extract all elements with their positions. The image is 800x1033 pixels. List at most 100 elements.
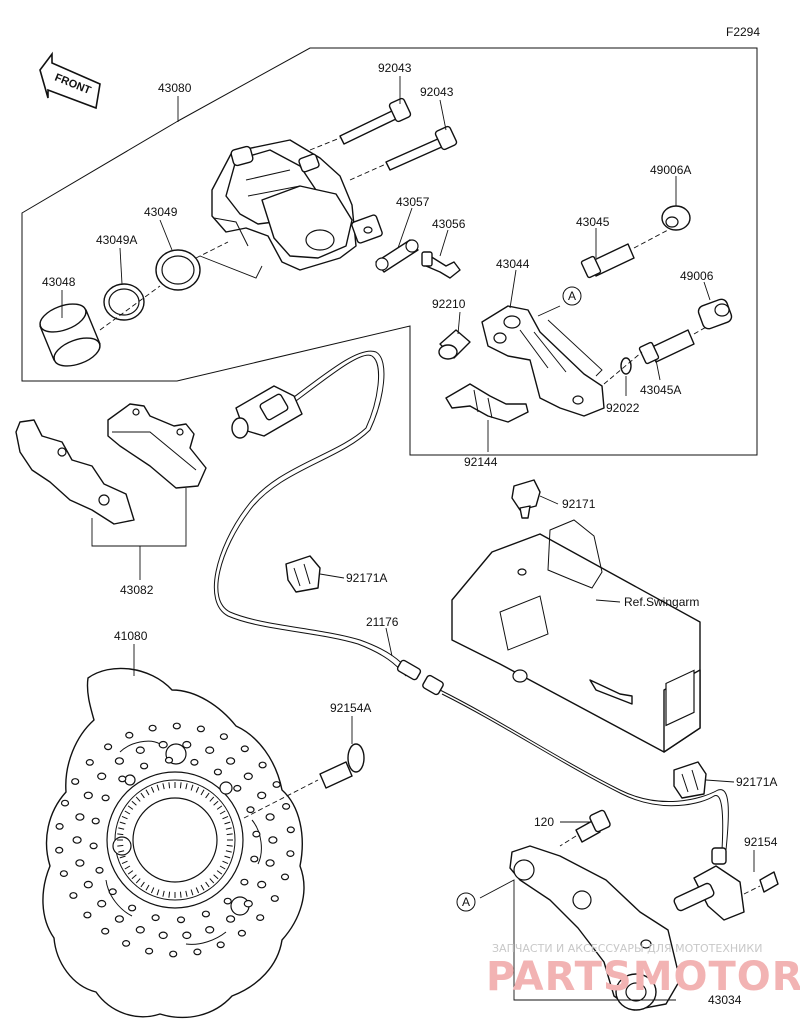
figure-code: F2294: [726, 25, 760, 39]
disc-vent-hole: [135, 925, 145, 934]
label-43056: 43056: [432, 217, 466, 231]
disc-vent-hole: [265, 859, 275, 867]
tone-ring-tooth: [226, 833, 233, 836]
label-120: 120: [534, 815, 554, 829]
label-43045: 43045: [576, 215, 610, 229]
tone-ring-tooth: [135, 796, 141, 802]
label-92154: 92154: [744, 835, 778, 849]
label-41080: 41080: [114, 629, 148, 643]
slide-pin-upper: [580, 229, 669, 279]
label-21176: 21176: [366, 615, 399, 629]
disc-vent-hole: [196, 725, 205, 733]
watermark-tagline: ЗАПЧАСТИ И АКСЕССУАРЫ ДЛЯ МОТОТЕХНИКИ: [492, 942, 762, 955]
disc-vent-hole: [55, 846, 64, 854]
bleeder-valve: [421, 251, 461, 279]
disc-vent-hole: [83, 791, 93, 800]
disc-vent-hole: [226, 757, 236, 765]
bleeder-valve-cap: [375, 239, 419, 273]
tone-ring-tooth: [190, 784, 194, 791]
label-92144: 92144: [464, 455, 498, 469]
disc-vent-hole: [223, 897, 232, 905]
tone-ring-tooth: [195, 887, 200, 894]
brake-pad-outer: [15, 419, 135, 525]
disc-vent-hole: [216, 941, 225, 949]
disc-vent-hole: [85, 759, 94, 766]
label-92171: 92171: [562, 497, 596, 511]
label-92171A-a: 92171A: [346, 571, 387, 585]
circlip-axis: [603, 351, 643, 385]
tone-ring-tooth: [222, 860, 229, 865]
label-43044: 43044: [496, 257, 530, 271]
disc-vent-hole: [193, 948, 202, 956]
bracket-callout-lines: [537, 305, 603, 377]
label-43045A: 43045A: [640, 383, 681, 397]
disc-vent-hole: [226, 915, 236, 923]
disc-vent-hole: [91, 817, 100, 825]
tone-ring-tooth: [195, 786, 200, 793]
disc-vent-hole: [121, 940, 131, 947]
disc-vent-hole: [257, 791, 267, 800]
callout-a-lower: A: [456, 892, 476, 912]
disc-vent-hole: [246, 806, 255, 814]
label-92210: 92210: [432, 297, 466, 311]
disc-vent-hole: [97, 899, 107, 908]
disc-vent-hole: [97, 772, 107, 781]
disc-vent-hole: [213, 768, 222, 776]
abs-connector: [231, 385, 303, 439]
swingarm-leader: [595, 599, 621, 603]
tone-ring-tooth: [226, 844, 233, 847]
leader-lines: [61, 76, 755, 872]
disc-vent-hole: [114, 757, 125, 765]
disc-vent-holes: [55, 722, 295, 958]
tone-ring-tooth: [225, 827, 232, 830]
disc-vent-hole: [258, 761, 267, 769]
disc-vent-hole: [172, 722, 181, 730]
tone-ring-tooth: [156, 889, 160, 896]
label-49006A: 49006A: [650, 163, 691, 177]
tone-ring-tooth: [185, 783, 188, 790]
disc-vent-hole: [201, 910, 210, 918]
label-92043-b: 92043: [420, 85, 454, 99]
tone-ring-tooth: [224, 821, 231, 825]
brake-disc: [42, 667, 305, 1019]
disc-vent-hole: [75, 859, 85, 867]
disc-vent-hole: [158, 740, 168, 749]
label-92154A: 92154A: [330, 701, 371, 715]
disc-vent-hole: [190, 758, 199, 766]
label-43082: 43082: [120, 583, 154, 597]
tone-ring-tooth: [117, 844, 124, 847]
disc-vent-hole: [205, 746, 215, 755]
disc-vent-hole: [270, 895, 279, 902]
tone-ring-tooth: [219, 810, 226, 815]
tone-ring-tooth: [124, 810, 131, 815]
caliper-piston: [39, 303, 101, 367]
disc-vent-hole: [257, 880, 267, 889]
caliper-assembly-frame: [21, 47, 758, 456]
label-43057: 43057: [396, 195, 430, 209]
disc-vent-hole: [250, 855, 259, 863]
disc-vent-hole: [75, 813, 85, 821]
tone-ring-tooth: [216, 805, 223, 810]
disc-vent-hole: [128, 904, 137, 912]
label-43034: 43034: [708, 993, 742, 1007]
disc-vent-hole: [243, 772, 253, 781]
slide-pin-boot: [438, 329, 471, 360]
tone-ring-tooth: [118, 827, 125, 830]
disc-vent-hole: [164, 756, 174, 764]
torque-bracket: [509, 845, 681, 1011]
tone-ring-tooth: [219, 865, 226, 870]
label-92043-a: 92043: [378, 61, 412, 75]
disc-vent-hole: [103, 743, 113, 751]
disc-vent-hole: [219, 733, 228, 740]
disc-vent-hole: [237, 929, 246, 937]
bracket-a-leader: [479, 879, 676, 1001]
disc-vent-hole: [286, 850, 295, 857]
disc-vent-hole: [83, 880, 93, 889]
label-49006: 49006: [680, 269, 714, 283]
tone-ring-tooth: [140, 792, 145, 799]
tone-ring-tooth: [150, 786, 155, 793]
callout-a-upper: A: [562, 286, 582, 306]
pads-bracket-line: [91, 488, 187, 547]
piston-bracket-line: [199, 255, 263, 279]
